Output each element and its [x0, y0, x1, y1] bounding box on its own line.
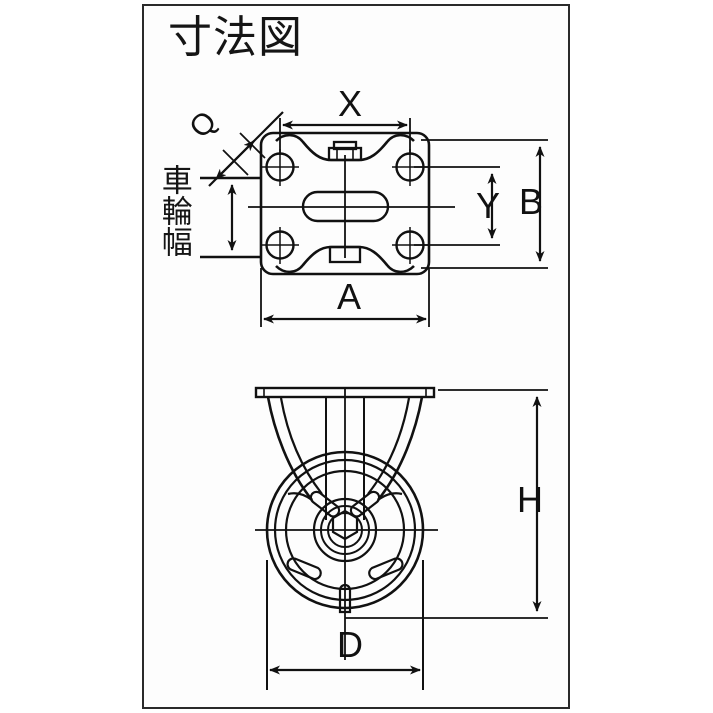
- side-elevation-view: [254, 386, 438, 660]
- wheel-lower-key: [338, 583, 352, 614]
- dimension-label-h: H: [517, 479, 543, 520]
- side-view-dimension-lines: [266, 389, 548, 690]
- dimension-label-b: B: [519, 181, 544, 222]
- axle-hex-nut: [331, 509, 359, 541]
- dimension-label-d: D: [337, 624, 363, 665]
- fork-left-leg-outer: [266, 396, 314, 501]
- q-dim-line: [215, 140, 255, 180]
- wheel-spoke-slots: [286, 490, 404, 581]
- fork-right-leg-outer: [376, 396, 424, 501]
- dimension-label-y: Y: [476, 185, 501, 226]
- top-center-bolt: [327, 140, 363, 162]
- dimension-label-a: A: [337, 276, 362, 317]
- plate-outline: [259, 131, 431, 276]
- q-tick-inner: [239, 132, 266, 159]
- wheel-width-label: 車輪幅: [155, 164, 192, 257]
- dimension-label-x: X: [338, 83, 363, 124]
- q-tick-outer: [222, 149, 249, 176]
- bolt-hole-bottom-left: [262, 227, 299, 264]
- page-title: 寸法図: [168, 12, 303, 63]
- fork-left-leg-inner: [279, 397, 323, 495]
- fork-right-leg-inner: [367, 397, 411, 495]
- top-view-dimension-lines: [200, 111, 548, 327]
- top-plate-view: [248, 131, 455, 276]
- bottom-center-tab: [328, 245, 362, 264]
